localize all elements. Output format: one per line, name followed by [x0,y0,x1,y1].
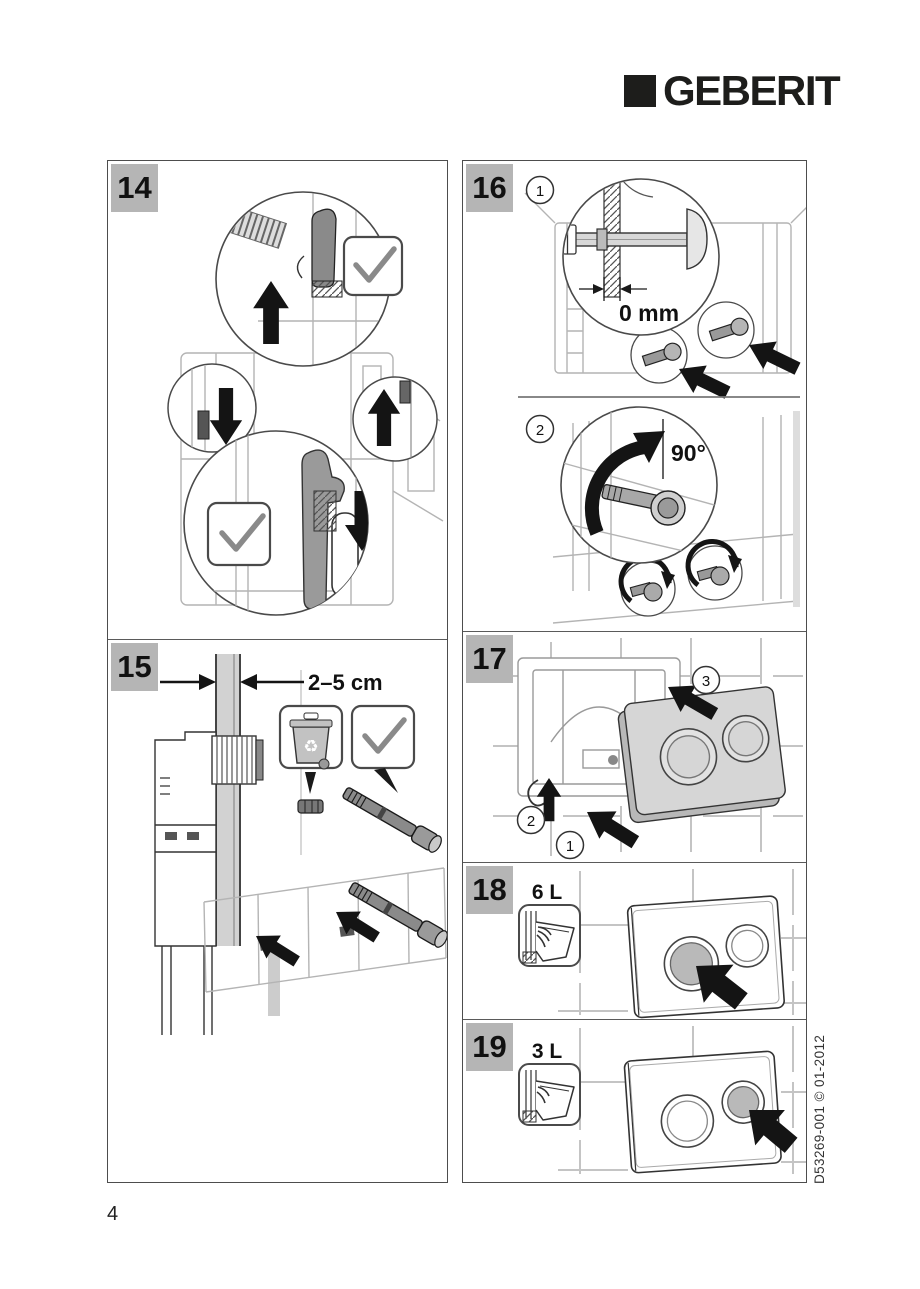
step-number-label: 16 [466,164,513,212]
substep-marker-1: 1 [525,175,555,205]
document-reference: D53269-001 © 01-2012 [812,1034,827,1184]
left-column: 14 [107,160,448,1183]
right-column: 16 [462,160,807,1183]
full-flush-icon [518,904,581,967]
marker-3: 3 [691,665,721,695]
svg-text:1: 1 [536,183,544,200]
rotate-arrow-icon [685,539,739,588]
arrowhead-right-icon [199,674,216,690]
marker-2: 2 [516,805,546,835]
zero-gap-dimension [579,277,647,301]
magnifier-lever-top [215,191,404,367]
marker-1: 1 [555,830,585,860]
svg-text:♻: ♻ [303,737,318,756]
panel-step-17: 17 [463,631,806,862]
reduced-flush-icon [518,1063,581,1126]
pointer-triangle [374,768,398,793]
threaded-rod [348,882,447,948]
threaded-rod [342,787,442,853]
fastening-bolt [641,342,682,367]
panel-step-19: 19 3 L [463,1019,806,1180]
water-spray [536,926,552,948]
illustration-step-18: 6 L [518,869,806,1019]
magnifier-detail-left [167,363,257,453]
dimension-annotation: 2–5 cm [160,670,383,695]
rotate-90-arrow-icon [584,440,647,536]
water-spray [536,1086,550,1104]
actuator-plate [623,1050,782,1174]
illustration-step-16: 0 mm 1 [518,175,806,624]
check-icon [350,704,416,770]
illustration-step-14 [167,191,444,616]
step-number-label: 15 [111,643,158,691]
arrowhead-left-icon [240,674,257,690]
page-number: 4 [107,1203,119,1225]
actuator-plate [617,686,786,824]
panel-step-15: 15 2–5 cm [108,639,447,1180]
rotate-arrowhead [661,571,675,589]
flush-volume-label: 3 L [532,1040,563,1063]
lever [311,208,337,288]
protection-sleeve [211,735,264,785]
step-number-label: 18 [466,866,513,914]
wall-section [215,654,280,1016]
panel-step-16: 16 [463,161,806,631]
pointer-triangle [305,772,316,794]
step-number-label: 17 [466,635,513,683]
svg-text:1: 1 [566,838,574,855]
substep-1: 0 mm 1 [524,175,806,407]
dimension-label: 2–5 cm [308,670,383,695]
svg-text:3: 3 [702,673,710,690]
panel-step-18: 18 6 L [463,862,806,1019]
panel-step-14: 14 [108,161,447,639]
cistern-drawing [154,731,217,1035]
illustration-step-19: 3 L [518,1026,806,1174]
magnifier-circle [562,178,720,336]
fastening-bolt [708,317,749,342]
logo-text: GEBERIT [663,67,841,114]
svg-text:2: 2 [536,422,544,439]
illustration-step-17: 3 2 1 [493,638,803,860]
logo-square-icon [624,75,656,107]
magnifier-circle [560,406,718,564]
magnifier-lever-bottom [183,430,369,616]
svg-text:2: 2 [527,813,535,830]
geberit-logo: GEBERIT [624,67,841,114]
gap-label: 0 mm [619,300,679,326]
rotate-arrowhead [633,431,665,463]
angle-label: 90° [671,440,706,466]
check-icon [206,501,272,567]
flush-volume-label: 6 L [532,881,563,904]
illustration-step-15: 2–5 cm [154,654,447,1035]
substep-2: 90° 2 [525,406,800,624]
bolt-head [686,208,708,270]
fastening-bolt [696,565,730,586]
step-number-label: 14 [111,164,158,212]
securing-hook [527,779,547,807]
magnifier-detail-right [352,376,438,462]
discard-plug [297,799,324,814]
check-icon [342,235,404,297]
substep-marker-2: 2 [525,414,555,444]
recycle-bin-icon: ♻ [278,704,344,770]
rotate-arrowhead [728,555,742,573]
step-number-label: 19 [466,1023,513,1071]
fastening-bolt [629,581,663,602]
